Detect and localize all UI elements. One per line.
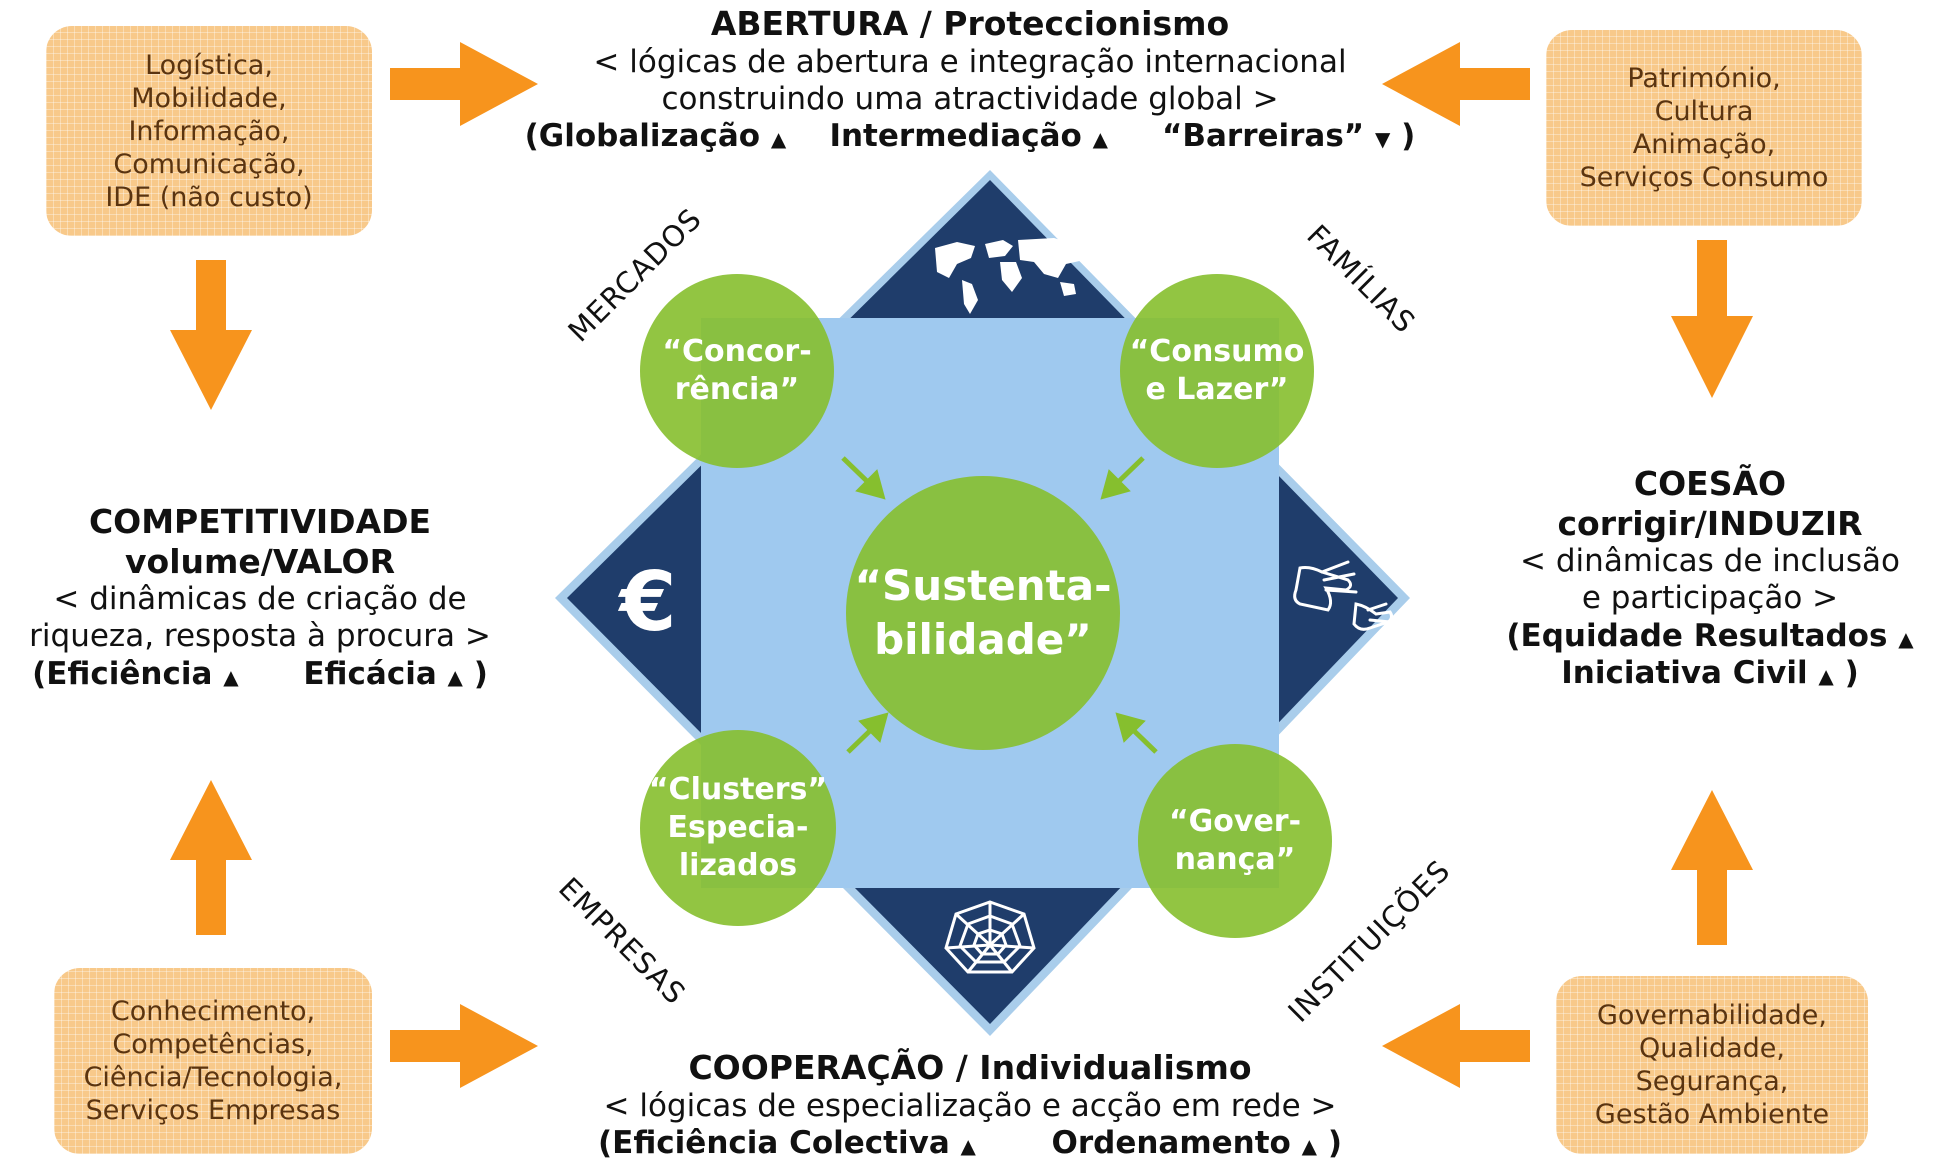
box-line: Comunicação, — [113, 148, 305, 180]
box-line: Animação, — [1632, 129, 1776, 160]
box-line: Cultura — [1654, 96, 1754, 127]
box-line: Ciência/Tecnologia, — [83, 1062, 343, 1093]
circle-sustentabilidade: “Sustenta- bilidade” — [846, 476, 1120, 750]
orange-arrows — [170, 42, 1753, 1088]
box-bottom-left: Conhecimento, Competências, Ciência/Tecn… — [54, 968, 372, 1154]
circle-label: “Consumo — [1129, 334, 1305, 369]
circle-label: e Lazer” — [1145, 372, 1289, 407]
triangle-up-icon: ▲ — [1092, 126, 1109, 151]
arrow-bottom-right-left — [1382, 1004, 1530, 1088]
indicator-iniciativa-civil: Iniciativa Civil — [1561, 654, 1808, 691]
closing-paren: ) — [1401, 117, 1416, 154]
indicator-equidade: (Equidade Resultados — [1506, 617, 1888, 654]
circle-label: “Clusters” — [648, 772, 828, 807]
header-competitividade: COMPETITIVIDADE volume/VALOR < dinâmicas… — [0, 502, 520, 693]
closing-paren: ) — [1327, 1124, 1343, 1161]
abertura-line-2: construindo uma atractividade global > — [661, 80, 1279, 117]
abertura-line-1: < lógicas de abertura e integração inter… — [593, 43, 1347, 80]
box-line: Informação, — [128, 115, 290, 147]
box-line: Logística, — [145, 49, 273, 81]
coesao-title-2: corrigir/INDUZIR — [1557, 503, 1863, 543]
arrow-right-down — [1671, 240, 1753, 398]
triangle-up-icon: ▲ — [1818, 663, 1834, 688]
competitividade-title-1: COMPETITIVIDADE — [88, 502, 432, 541]
indicator-eficiencia-colectiva: (Eficiência Colectiva — [597, 1124, 950, 1161]
competitividade-line-1: < dinâmicas de criação de — [53, 581, 467, 618]
triangle-up-icon: ▲ — [960, 1133, 976, 1158]
world-map-icon — [935, 238, 1084, 314]
indicator-ordenamento: Ordenamento — [1051, 1124, 1291, 1161]
box-top-left: Logística, Mobilidade, Informação, Comun… — [46, 26, 372, 236]
box-top-right: Património, Cultura Animação, Serviços C… — [1546, 30, 1862, 226]
spider-web-icon — [944, 900, 1036, 974]
box-line: Competências, — [112, 1029, 314, 1060]
circle-label: Especia- — [667, 810, 809, 845]
box-line: Conhecimento, — [110, 996, 316, 1027]
indicator-eficacia: Eficácia — [303, 655, 437, 692]
circle-label: rência” — [674, 372, 800, 407]
triangle-up-icon: ▲ — [447, 664, 463, 689]
indicator-barreiras: “Barreiras” — [1162, 117, 1365, 154]
closing-paren: ) — [1844, 654, 1859, 691]
arrow-right-up — [1671, 790, 1753, 945]
cooperacao-indicators: (Eficiência Colectiva ▲ Ordenamento ▲ ) — [470, 1125, 1470, 1162]
circle-label: lizados — [678, 848, 798, 883]
triangle-up-icon: ▲ — [1898, 626, 1914, 651]
competitividade-line-2: riqueza, resposta à procura > — [29, 618, 491, 655]
indicator-intermediacao: Intermediação — [829, 117, 1082, 154]
triangle-up-icon: ▲ — [770, 126, 787, 151]
triangle-up-icon: ▲ — [1301, 1133, 1318, 1158]
closing-paren: ) — [473, 655, 488, 692]
indicator-eficiencia: (Eficiência — [32, 655, 213, 692]
box-line: Qualidade, — [1639, 1033, 1785, 1064]
coesao-line-2: e participação > — [1581, 580, 1839, 617]
circle-governanca: “Gover- nança” — [1138, 744, 1332, 938]
box-line: Segurança, — [1635, 1066, 1789, 1097]
circle-label: “Gover- — [1168, 804, 1302, 839]
triangle-down-icon: ▼ — [1374, 126, 1391, 151]
box-line: IDE (não custo) — [105, 181, 313, 213]
triangle-up-icon: ▲ — [223, 664, 239, 689]
box-line: Serviços Consumo — [1579, 162, 1829, 193]
box-line: Serviços Empresas — [85, 1095, 341, 1126]
abertura-indicators: (Globalização ▲ Intermediação ▲ “Barreir… — [470, 118, 1470, 155]
circle-label: “Sustenta- — [854, 561, 1112, 610]
box-line: Património, — [1627, 63, 1781, 94]
box-line: Gestão Ambiente — [1594, 1099, 1830, 1130]
cooperacao-line-1: < lógicas de especialização e acção em r… — [603, 1087, 1337, 1124]
arrow-left-up — [170, 780, 252, 935]
coesao-indicator-1: (Equidade Resultados ▲ — [1480, 618, 1940, 655]
circle-label: bilidade” — [874, 615, 1092, 664]
competitividade-indicators: (Eficiência ▲ Eficácia ▲ ) — [0, 656, 520, 693]
header-abertura: ABERTURA / Proteccionismo < lógicas de a… — [470, 4, 1470, 155]
box-line: Mobilidade, — [131, 82, 287, 114]
indicator-globalizacao: (Globalização — [524, 117, 761, 154]
coesao-line-1: < dinâmicas de inclusão — [1520, 543, 1900, 580]
inner-arrows — [841, 456, 1158, 754]
cooperacao-title: COOPERAÇÃO / Individualismo — [688, 1048, 1252, 1087]
arrow-top-left-right — [390, 42, 538, 126]
box-line: Governabilidade, — [1597, 1000, 1827, 1031]
circle-clusters: “Clusters” Especia- lizados — [640, 730, 836, 926]
circle-label: “Concor- — [662, 334, 812, 369]
circle-consumo-lazer: “Consumo e Lazer” — [1120, 274, 1314, 468]
arrow-left-down — [170, 260, 252, 410]
arrow-bottom-left-right — [390, 1004, 538, 1088]
circle-label: nança” — [1174, 842, 1296, 877]
arrow-top-right-left — [1382, 42, 1530, 126]
abertura-title: ABERTURA / Proteccionismo — [710, 4, 1230, 43]
euro-icon: € — [617, 555, 676, 650]
box-bottom-right: Governabilidade, Qualidade, Segurança, G… — [1556, 976, 1868, 1154]
competitividade-title-2: volume/VALOR — [125, 541, 395, 581]
coesao-indicator-2: Iniciativa Civil ▲ ) — [1480, 655, 1940, 692]
coesao-title-1: COESÃO — [1633, 464, 1787, 503]
header-coesao: COESÃO corrigir/INDUZIR < dinâmicas de i… — [1480, 464, 1940, 692]
header-cooperacao: COOPERAÇÃO / Individualismo < lógicas de… — [470, 1048, 1470, 1162]
circle-concorrencia: “Concor- rência” — [640, 274, 834, 468]
hands-icon — [1293, 560, 1394, 631]
